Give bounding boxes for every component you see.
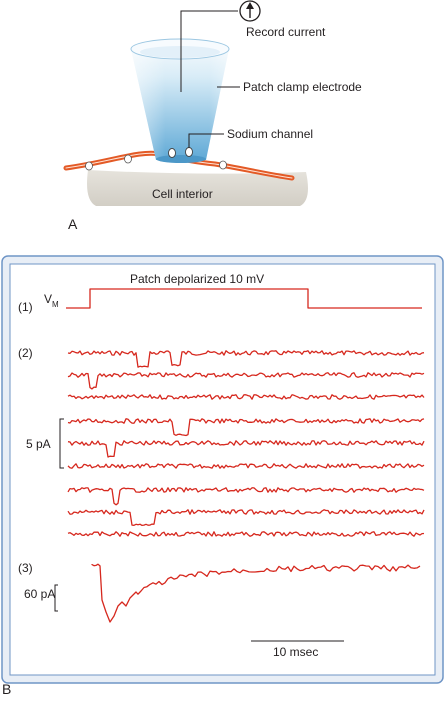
time-scale-label: 10 msec — [273, 645, 318, 659]
single-channel-trace — [67, 531, 425, 537]
panel-b-letter: B — [2, 681, 11, 696]
five-pa-scale-label: 5 pA — [26, 437, 51, 451]
sodium-channel-pointer-line — [188, 133, 224, 148]
single-channel-trace — [67, 463, 425, 469]
single-channel-trace — [67, 487, 425, 506]
cell-interior-surface — [87, 170, 308, 206]
single-channel-trace — [67, 509, 425, 527]
voltage-step-trace — [66, 288, 422, 309]
cell-interior-label: Cell interior — [152, 187, 213, 201]
patch-clamp-electrode — [130, 38, 230, 163]
panel-a: Record current Patch clamp electrode Sod… — [63, 0, 362, 232]
row-2-index: (2) — [18, 346, 33, 360]
row-3-index: (3) — [18, 561, 33, 575]
single-channel-trace — [67, 394, 425, 400]
row-1-index: (1) — [18, 300, 33, 314]
panel-a-letter: A — [68, 216, 78, 232]
five-pa-scale-bar — [59, 418, 64, 469]
single-channel-trace — [67, 372, 425, 390]
ensemble-current-trace — [91, 563, 421, 623]
panel-b: (1) VM Patch depolarized 10 mV (2) 5 pA … — [1, 255, 444, 684]
ammeter-icon — [239, 0, 261, 22]
patch-clamp-electrode-label: Patch clamp electrode — [243, 80, 362, 94]
panel-b-plot-area — [9, 263, 436, 676]
single-channel-trace — [67, 418, 425, 437]
single-channel-traces — [67, 350, 425, 537]
single-channel-trace — [67, 440, 425, 458]
voltage-step-label: Patch depolarized 10 mV — [130, 272, 264, 286]
single-channel-trace — [67, 350, 425, 368]
sixty-pa-scale-label: 60 pA — [24, 587, 55, 601]
recording-wire — [180, 10, 238, 92]
record-current-label: Record current — [246, 25, 326, 39]
sixty-pa-scale-bar — [54, 584, 58, 612]
vm-label: VM — [44, 292, 59, 309]
sodium-channel-label: Sodium channel — [227, 127, 313, 141]
sodium-channel-group — [168, 147, 193, 158]
